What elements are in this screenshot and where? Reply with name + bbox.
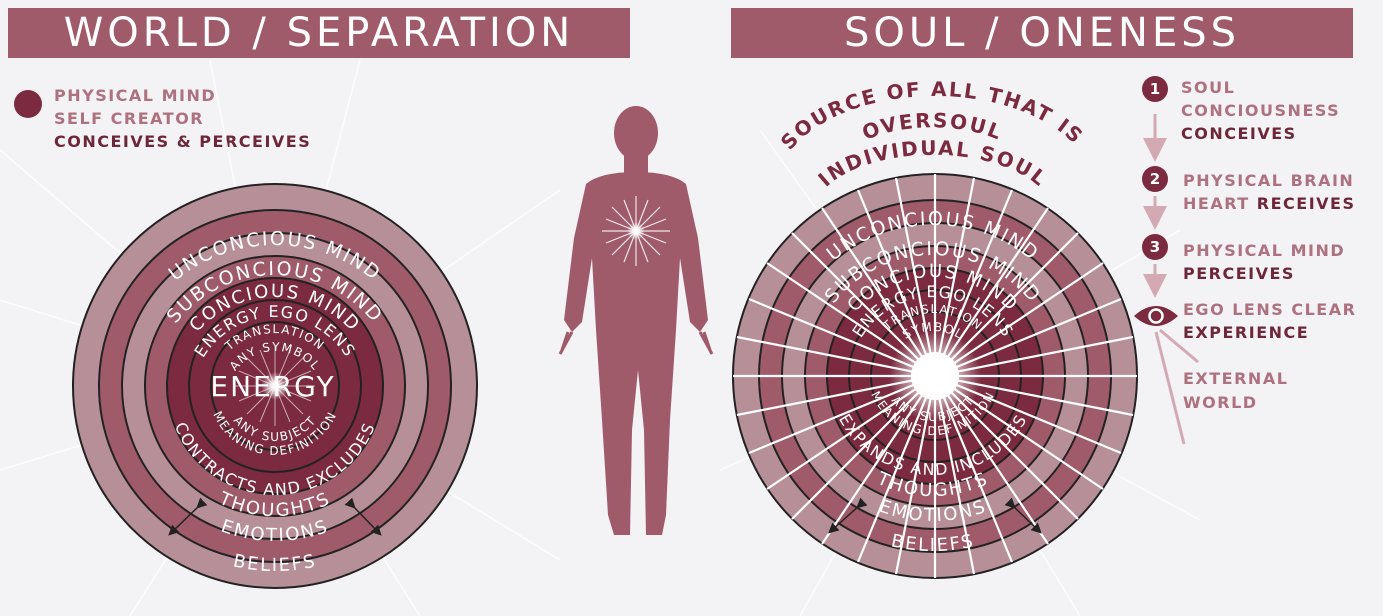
right-center-light	[911, 352, 959, 400]
step-5-line1: EXTERNAL	[1183, 369, 1288, 388]
step-4-line2: EXPERIENCE	[1183, 323, 1309, 342]
left-center-label: ENERGY	[210, 370, 335, 403]
step-2-line1: PHYSICAL BRAIN	[1183, 171, 1354, 190]
left-ring-diagram: UNCONCIOUS MIND SUBCONCIOUS MIND CONCIOU…	[73, 184, 477, 588]
step-3-line1: PHYSICAL MIND	[1183, 241, 1345, 260]
step-1-line2: CONCIOUSNESS	[1181, 101, 1340, 120]
step-3-line2: PERCEIVES	[1183, 264, 1295, 283]
process-steps: 1 SOUL CONCIOUSNESS CONCEIVES 2 PHYSICAL…	[1140, 72, 1380, 462]
step-3-badge: 3	[1142, 234, 1168, 260]
step-1-line1: SOUL	[1181, 78, 1235, 97]
step-4-line1: EGO LENS CLEAR	[1183, 300, 1356, 319]
human-figure-icon	[560, 106, 712, 535]
step-5-line2: WORLD	[1183, 393, 1258, 412]
step-1-badge: 1	[1142, 76, 1168, 102]
step-2-receives: RECEIVES	[1257, 194, 1356, 213]
step-2-heart: HEART	[1183, 194, 1257, 213]
step-2-badge: 2	[1142, 166, 1168, 192]
step-1-line3: CONCEIVES	[1181, 124, 1297, 143]
right-ring-diagram: UNCONCIOUS MIND SUBCONCIOUS MIND CONCIOU…	[733, 174, 1137, 578]
step-2-line2: HEART RECEIVES	[1183, 194, 1356, 213]
